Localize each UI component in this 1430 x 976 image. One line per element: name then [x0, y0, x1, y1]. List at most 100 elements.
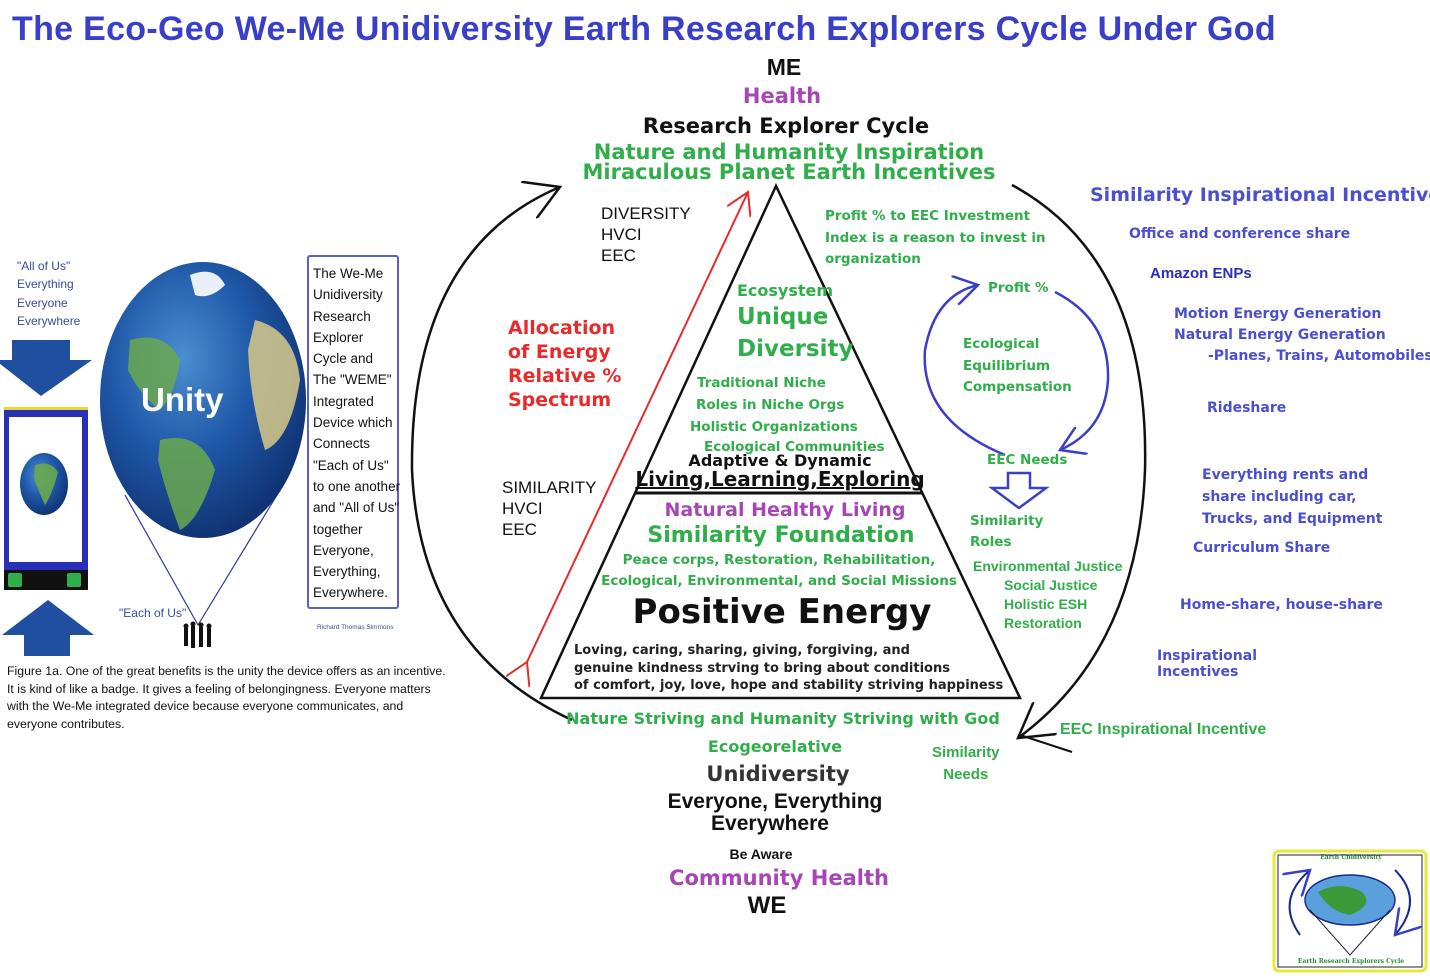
roles-line: Roles [970, 534, 1012, 550]
all-of-us-line: Everywhere [17, 313, 81, 328]
striving-label: Nature Striving and Humanity Striving wi… [566, 709, 1000, 728]
similarity-incentives-heading: Similarity Inspirational Incentives [1090, 184, 1430, 206]
incentive-inspirational: Inspirational Incentives [1157, 648, 1257, 680]
needs-line: Similarity [932, 744, 1000, 761]
living-label: Living,Learning,Exploring [635, 467, 925, 491]
incentive-rideshare: Rideshare [1207, 400, 1287, 416]
rents-line: share including car, [1202, 489, 1357, 505]
everywhere-label: Everywhere [711, 812, 829, 835]
diversity-label: Diversity [737, 336, 854, 362]
positive-description: Loving, caring, sharing, giving, forgivi… [574, 642, 1003, 695]
rents-line: Trucks, and Equipment [1202, 511, 1383, 527]
description-line: of comfort, joy, love, hope and stabilit… [574, 678, 1004, 693]
caption-line: everyone contributes. [7, 716, 125, 731]
box-line: Everywhere. [313, 585, 389, 601]
unique-label: Unique [737, 304, 829, 330]
justice-line: Environmental Justice [973, 558, 1123, 574]
badge-title: Earth Unidiversity [1320, 854, 1382, 861]
allocation-labels: Allocation of Energy Relative % Spectrum [508, 316, 621, 412]
all-of-us-line: Everything [17, 277, 74, 292]
adaptive-label: Adaptive & Dynamic [688, 451, 872, 470]
missions-line: Ecological, Environmental, and Social Mi… [601, 573, 957, 589]
incentive-energy: Motion Energy Generation Natural Energy … [1174, 304, 1430, 367]
profit-index-text: Profit % to EEC Investment Index is a re… [825, 206, 1046, 271]
missions-line: Peace corps, Restoration, Rehabilitation… [622, 552, 936, 568]
eec-text: EEC [502, 520, 537, 539]
equilibrium-line: Compensation [963, 379, 1072, 395]
box-line: Everyone, [313, 542, 374, 558]
everyone-label: Everyone, Everything [667, 790, 883, 813]
needs-line: Needs [943, 766, 989, 783]
each-of-us-label: "Each of Us" [119, 606, 187, 620]
caption-line: with the We-Me integrated device because… [7, 699, 404, 714]
incentive-rents: Everything rents and share including car… [1202, 464, 1382, 530]
profit-cycle-left [923, 285, 1006, 457]
niche-item: Holistic Organizations [690, 419, 858, 435]
inspiration-label: Nature and Humanity Inspiration [593, 140, 985, 164]
caption-line: Figure 1a. One of the great benefits is … [7, 664, 446, 678]
similarity-needs: Similarity Needs [932, 742, 1000, 786]
unity-label: Unity [141, 381, 224, 418]
profit-index-line: Index is a reason to invest in [825, 229, 1046, 246]
profit-cycle-right [1054, 290, 1110, 450]
up-arrow-blue-icon [2, 600, 94, 656]
down-arrow-blue-icon [0, 340, 92, 396]
justice-list: Environmental Justice Social Justice Hol… [973, 557, 1122, 633]
box-line: The "WEME" [313, 372, 392, 388]
diversity-labels: DIVERSITY HVCI EEC [601, 203, 691, 266]
page-title: The Eco-Geo We-Me Unidiversity Earth Res… [12, 10, 1276, 48]
box-line: together [313, 521, 363, 537]
box-line: Explorer [313, 329, 364, 345]
similarity-text: SIMILARITY [502, 478, 597, 497]
niche-list: Traditional Niche Roles in Niche Orgs Ho… [690, 372, 885, 456]
description-line: Loving, caring, sharing, giving, forgivi… [574, 643, 910, 658]
allocation-line: Spectrum [508, 389, 612, 411]
profit-index-line: organization [825, 251, 921, 267]
equilibrium-line: Equilibrium [963, 357, 1051, 374]
hvci-text: HVCI [601, 225, 642, 244]
badge-footer: Earth Research Explorers Cycle [1297, 958, 1405, 965]
ecosystem-label: Ecosystem [737, 281, 834, 300]
box-line: to one another [313, 478, 401, 494]
profit-index-line: Profit % to EEC Investment [825, 208, 1031, 224]
allocation-line: Allocation [508, 317, 616, 339]
caption-line: It is kind of like a badge. It gives a f… [7, 681, 431, 696]
inspirational-line: Inspirational [1157, 648, 1258, 664]
similarity-labels: SIMILARITY HVCI EEC [502, 477, 596, 540]
box-line: and "All of Us" [313, 500, 400, 516]
justice-line: Social Justice [1004, 577, 1098, 593]
box-line: Connects [313, 436, 371, 452]
incentive-home: Home-share, house-share [1180, 597, 1383, 613]
eec-needs-label: EEC Needs [987, 452, 1068, 468]
community-health-label: Community Health [669, 866, 889, 890]
energy-line: -Planes, Trains, Automobiles [1208, 348, 1430, 364]
energy-line: Natural Energy Generation [1174, 327, 1386, 343]
box-line: Research [313, 308, 371, 324]
box-line: Device which [313, 415, 393, 431]
down-arrow-icon [988, 471, 1050, 510]
positive-energy-label: Positive Energy [632, 592, 932, 632]
all-of-us-line: "All of Us" [17, 259, 71, 273]
similarity-roles: Similarity Roles [970, 511, 1043, 553]
incentives-label: Miraculous Planet Earth Incentives [582, 160, 996, 184]
weme-description-box: The We-Me Unidiversity Research Explorer… [307, 255, 401, 609]
niche-item: Traditional Niche [697, 375, 826, 391]
health-label: Health [742, 84, 822, 108]
be-aware-label: Be Aware [729, 846, 793, 862]
energy-line: Motion Energy Generation [1174, 306, 1382, 322]
all-of-us-line: Everyone [17, 295, 68, 310]
incentive-amazon: Amazon ENPs [1150, 265, 1252, 282]
box-line: Cycle and [313, 351, 374, 367]
hvci-text: HVCI [502, 499, 543, 518]
rents-line: Everything rents and [1202, 467, 1369, 483]
allocation-line: of Energy [508, 341, 611, 363]
justice-line: Restoration [1004, 615, 1082, 631]
niche-item: Ecological Communities [704, 439, 885, 455]
profit-label: Profit % [988, 280, 1049, 296]
box-line: Everything, [313, 564, 381, 580]
ecogeo-label: Ecogeorelative [707, 737, 843, 756]
niche-item: Roles in Niche Orgs [696, 397, 845, 413]
eec-incentive-label: EEC Inspirational Incentive [1060, 721, 1267, 738]
foundation-label: Similarity Foundation [647, 523, 915, 548]
cycle-arc-left [410, 187, 573, 722]
